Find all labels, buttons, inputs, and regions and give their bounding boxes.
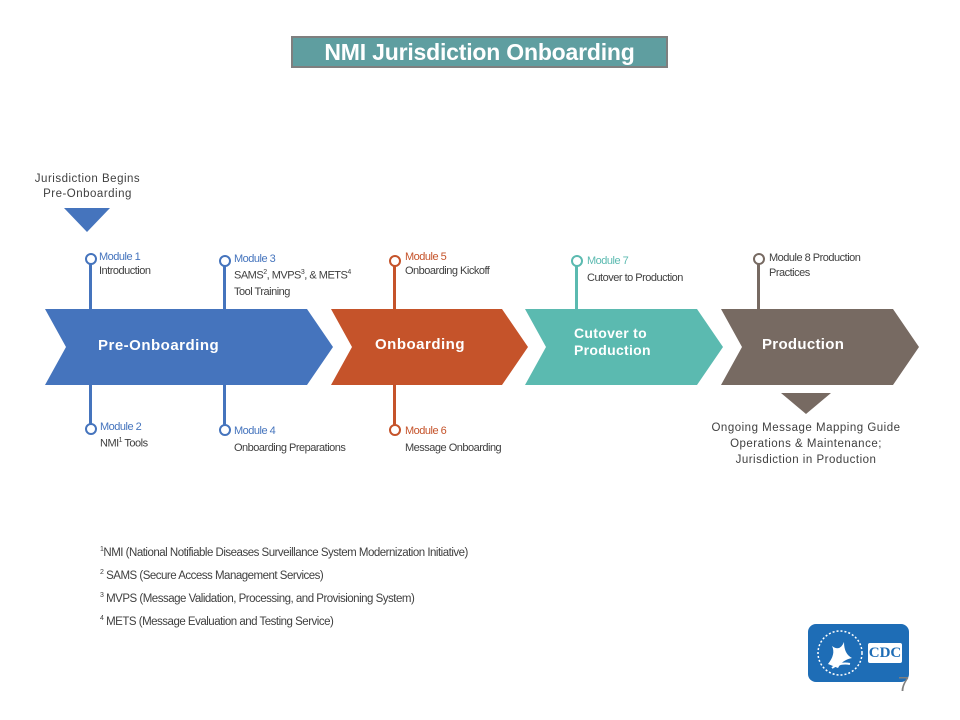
module6-text: Message Onboarding <box>405 442 502 454</box>
footnotes: 1NMI (National Notifiable Diseases Surve… <box>100 546 468 638</box>
hhs-seal-icon <box>817 630 863 676</box>
module7-connector <box>575 264 578 309</box>
module4-number: Module 4 <box>234 425 276 437</box>
module6-marker <box>389 424 401 436</box>
end-callout-line2: Operations & Maintenance; <box>730 438 882 450</box>
module2-label: Module 2 NMI1 Tools <box>100 420 148 451</box>
footnote-4: 4 METS (Message Evaluation and Testing S… <box>100 615 468 638</box>
phase-production-label: Production <box>762 336 845 353</box>
module3-number: Module 3 <box>234 253 276 265</box>
start-callout-line1: Jurisdiction Begins <box>34 173 141 185</box>
module3-line2: Tool Training <box>234 285 290 298</box>
footnote-3-text: MVPS (Message Validation, Processing, an… <box>103 592 415 605</box>
module3-label: Module 3 SAMS2, MVPS3, & METS4 Tool Trai… <box>234 252 351 299</box>
start-callout: Jurisdiction Begins Pre-Onboarding <box>10 172 165 202</box>
phase-cutover-shape <box>525 309 723 385</box>
page-title: NMI Jurisdiction Onboarding <box>291 36 668 68</box>
footnote-1: 1NMI (National Notifiable Diseases Surve… <box>100 546 468 569</box>
end-marker-triangle <box>781 393 831 414</box>
cdc-logo-text: CDC <box>868 644 902 661</box>
module1-connector <box>89 262 92 309</box>
module1-text: Introduction <box>99 265 151 277</box>
module4-connector <box>223 385 226 426</box>
footnote-3-num: 3 <box>100 592 104 599</box>
module4-text: Onboarding Preparations <box>234 442 346 454</box>
module7-label: Module 7 Cutover to Production <box>587 253 683 287</box>
module4-marker <box>219 424 231 436</box>
footnote-4-text: METS (Message Evaluation and Testing Ser… <box>103 615 334 628</box>
module6-number: Module 6 <box>405 425 447 437</box>
module8-line2: Practices <box>769 267 810 279</box>
module8-connector <box>757 262 760 309</box>
module5-marker <box>389 255 401 267</box>
module3-ref-4: 4 <box>347 269 351 276</box>
footnote-4-num: 4 <box>100 615 104 622</box>
module2-connector <box>89 385 92 425</box>
cdc-logo-box: CDC <box>868 643 902 663</box>
module7-number: Module 7 <box>587 255 629 267</box>
footnote-3: 3 MVPS (Message Validation, Processing, … <box>100 592 468 615</box>
phase-pre-onboarding-label: Pre-Onboarding <box>98 337 220 354</box>
module2-number: Module 2 <box>100 421 142 433</box>
module3-ref-2: 2 <box>263 269 267 276</box>
module8-line1: Module 8 Production <box>769 252 861 264</box>
end-callout-line1: Ongoing Message Mapping Guide <box>711 422 901 434</box>
module5-text: Onboarding Kickoff <box>405 265 490 277</box>
module1-number: Module 1 <box>99 251 141 263</box>
start-marker-triangle <box>64 208 110 232</box>
module1-label: Module 1 Introduction <box>99 250 151 278</box>
phase-production-shape <box>721 309 919 385</box>
module6-connector <box>393 385 396 426</box>
module5-label: Module 5 Onboarding Kickoff <box>405 250 490 278</box>
phase-cutover-label: Cutover to Production <box>574 325 651 359</box>
module1-marker <box>85 253 97 265</box>
module3-ref-3: 3 <box>300 269 305 276</box>
phase-cutover-label-line1: Cutover to <box>574 325 647 341</box>
module2-text: NMI <box>100 437 119 450</box>
phase-pre-onboarding-shape <box>45 309 333 385</box>
module3-connector <box>223 264 226 309</box>
module2-text-suffix: Tools <box>122 437 148 450</box>
module7-text: Cutover to Production <box>587 272 683 284</box>
module4-label: Module 4 Onboarding Preparations <box>234 423 346 457</box>
module8-marker <box>753 253 765 265</box>
phase-onboarding-label: Onboarding <box>375 336 465 353</box>
cdc-logo: CDC <box>808 624 909 682</box>
module5-connector <box>393 264 396 309</box>
end-callout-line3: Jurisdiction in Production <box>735 454 877 466</box>
module3-text-mets: , & METS <box>304 269 348 282</box>
page-number: 7 <box>898 674 910 696</box>
module3-marker <box>219 255 231 267</box>
module8-label: Module 8 Production Practices <box>769 251 861 281</box>
footnote-1-text: NMI (National Notifiable Diseases Survei… <box>103 546 468 559</box>
module3-text-sams: SAMS <box>234 269 264 282</box>
phase-cutover-label-line2: Production <box>574 342 651 358</box>
module5-number: Module 5 <box>405 251 447 263</box>
phase-onboarding-shape <box>331 309 528 385</box>
end-callout: Ongoing Message Mapping Guide Operations… <box>686 420 926 468</box>
footnote-1-num: 1 <box>100 546 104 553</box>
module6-label: Module 6 Message Onboarding <box>405 423 502 457</box>
start-callout-line2: Pre-Onboarding <box>43 188 132 200</box>
footnote-2-text: SAMS (Secure Access Management Services) <box>103 569 324 582</box>
module7-marker <box>571 255 583 267</box>
footnote-2-num: 2 <box>100 569 104 576</box>
module2-marker <box>85 423 97 435</box>
footnote-2: 2 SAMS (Secure Access Management Service… <box>100 569 468 592</box>
module2-footnote-ref: 1 <box>118 437 123 444</box>
module3-text-mvps: , MVPS <box>266 269 302 282</box>
